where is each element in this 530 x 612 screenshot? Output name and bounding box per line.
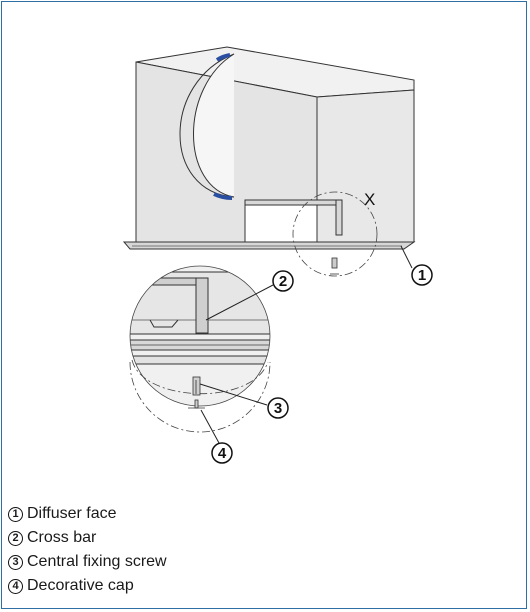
legend-item: 3 Central fixing screw (8, 550, 408, 574)
legend-item: 4 Decorative cap (8, 574, 408, 598)
svg-text:4: 4 (218, 445, 227, 462)
fixing-screw (192, 376, 201, 396)
legend-number: 2 (8, 530, 23, 546)
screw-small (330, 257, 339, 275)
legend-item: 2 Cross bar (8, 526, 408, 550)
decorative-cap (188, 399, 205, 409)
detail-enlargement (129, 265, 271, 433)
legend-text: Cross bar (27, 529, 97, 546)
svg-text:2: 2 (279, 273, 287, 290)
legend-text: Diffuser face (27, 505, 117, 522)
legend-number: 1 (8, 506, 23, 522)
legend-number: 3 (8, 554, 23, 570)
leader-lines (199, 245, 413, 444)
detail-label: X (364, 190, 375, 209)
detail-x-circle (292, 191, 378, 277)
svg-text:3: 3 (274, 400, 282, 417)
callout-1: 1 (411, 264, 433, 286)
spigot-collar (179, 53, 235, 200)
legend: 1 Diffuser face 2 Cross bar 3 Central fi… (8, 502, 408, 598)
svg-text:1: 1 (418, 267, 426, 284)
legend-number: 4 (8, 578, 23, 594)
callout-2: 2 (272, 270, 294, 292)
callout-3: 3 (267, 397, 289, 419)
legend-text: Central fixing screw (27, 553, 167, 570)
legend-text: Decorative cap (27, 577, 134, 594)
legend-item: 1 Diffuser face (8, 502, 408, 526)
callout-4: 4 (211, 442, 233, 464)
plenum-box (135, 46, 415, 243)
diffuser-face-plate (122, 241, 416, 250)
cross-bar (244, 199, 343, 236)
diffuser-diagram: X (122, 46, 433, 464)
